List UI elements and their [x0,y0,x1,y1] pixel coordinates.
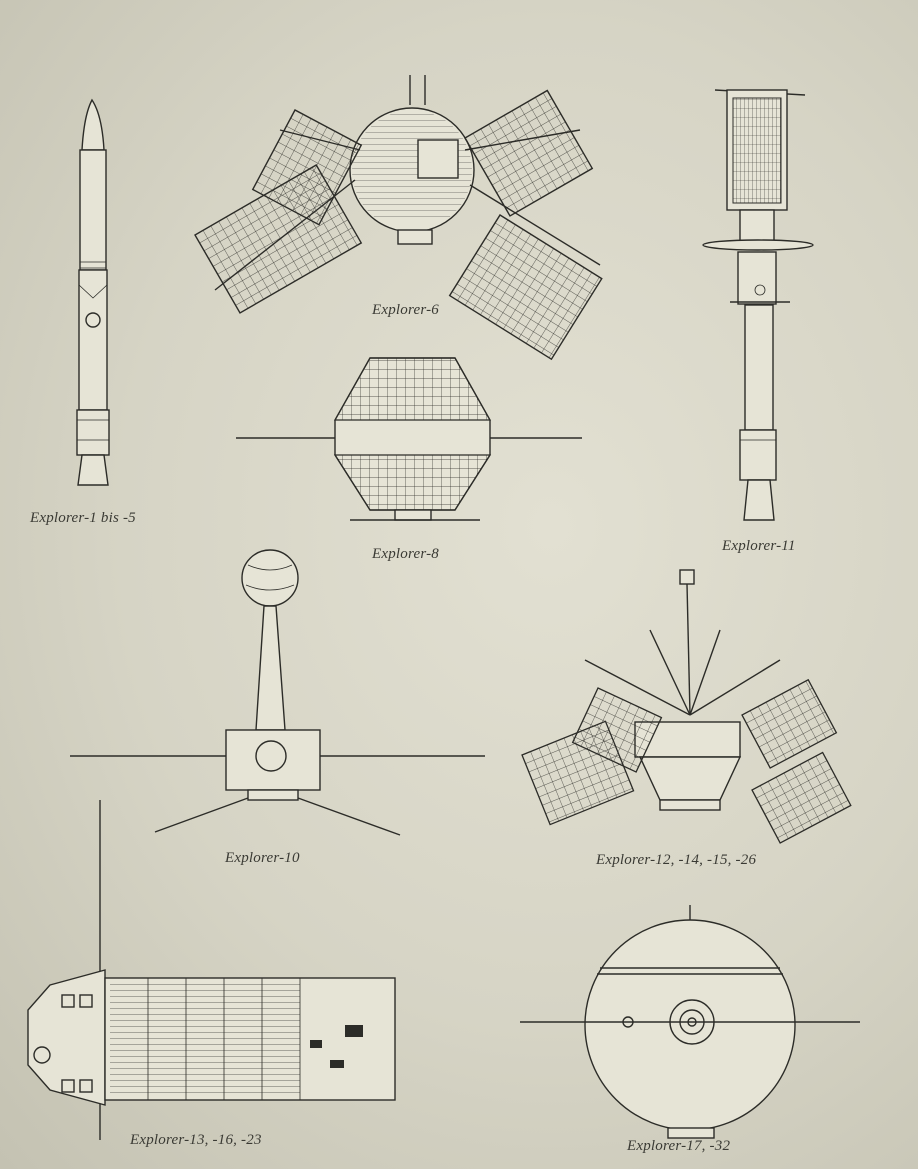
explorer-6-drawing [194,75,603,361]
explorer-1-drawing [76,98,110,486]
explorer-12-drawing [521,569,852,844]
caption-explorer-11: Explorer-11 [722,538,796,554]
caption-explorer-8: Explorer-8 [372,546,439,562]
explorer-11-drawing [702,89,814,521]
explorer-8-drawing [236,357,582,521]
caption-explorer-1: Explorer-1 bis -5 [30,510,136,526]
caption-explorer-12: Explorer-12, -14, -15, -26 [596,852,757,868]
caption-explorer-10: Explorer-10 [225,850,300,866]
caption-explorer-17: Explorer-17, -32 [627,1138,731,1154]
caption-explorer-13: Explorer-13, -16, -23 [130,1132,262,1148]
explorer-17-drawing [520,905,860,1139]
explorer-10-drawing [70,549,485,836]
caption-explorer-6: Explorer-6 [372,302,439,318]
explorer-13-drawing [27,800,396,1140]
